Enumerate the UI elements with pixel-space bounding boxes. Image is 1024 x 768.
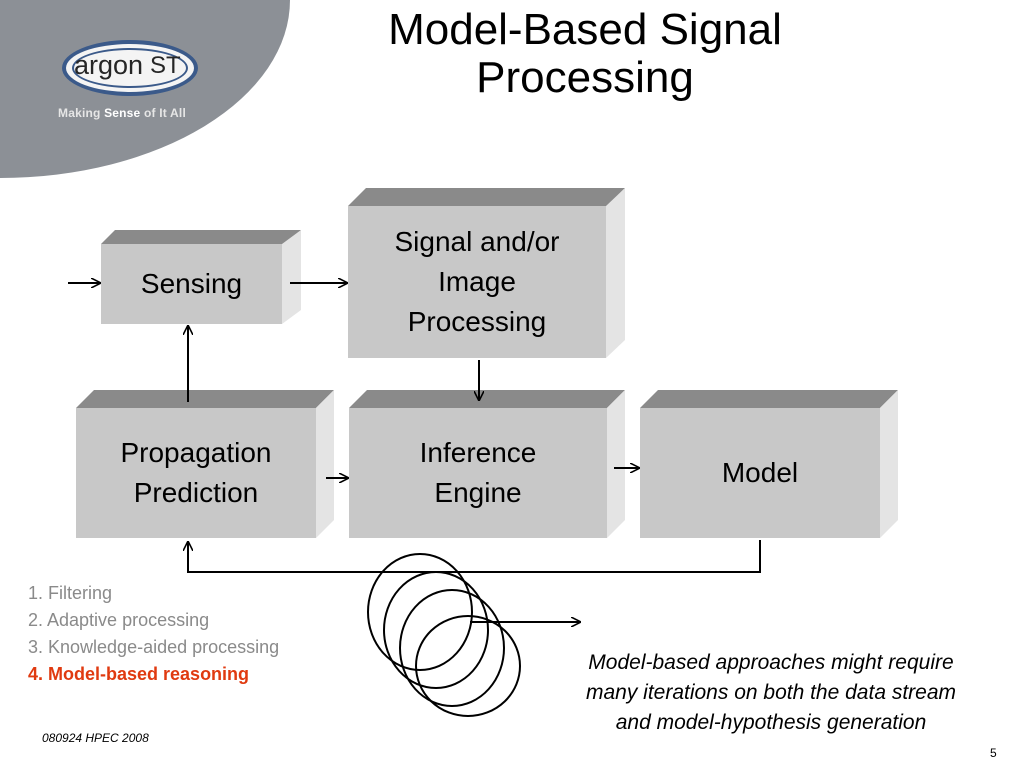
logo-tagline: Making Sense of It All [58, 106, 186, 120]
model-box-side [880, 390, 898, 538]
spiral-loop-1 [367, 553, 473, 671]
note-line3: and model-hypothesis generation [615, 711, 927, 734]
signal-processing-box: Signal and/or Image Processing [348, 206, 606, 358]
list-item: 3. Knowledge-aided processing [28, 637, 280, 657]
signal-label-line1: Signal and/or [394, 226, 560, 257]
page-number: 5 [990, 746, 997, 760]
logo-brand: argon [74, 50, 144, 80]
inference-box-top [349, 390, 625, 408]
spiral-loop-3 [399, 589, 505, 707]
inference-label: Inference Engine [420, 433, 537, 513]
model-box-top [640, 390, 898, 408]
model-label: Model [721, 457, 799, 488]
note-line2: many iterations on both the data stream [585, 681, 957, 704]
tagline-part3: of It All [140, 106, 186, 120]
propagation-label: Propagation Prediction [120, 433, 271, 513]
signal-label: Signal and/or Image Processing [394, 222, 559, 342]
tagline-part1: Making [58, 106, 105, 120]
inference-label-line2: Engine [434, 477, 522, 508]
list-item: 1. Filtering [28, 583, 113, 603]
signal-box-top [348, 188, 625, 206]
signal-label-line2: Image [438, 266, 516, 297]
propagation-box: Propagation Prediction [76, 408, 316, 538]
spiral-loop-2 [383, 571, 489, 689]
model-feedback-line [188, 540, 761, 573]
inference-engine-box: Inference Engine [349, 408, 607, 538]
propagation-box-side [316, 390, 334, 538]
note-line1: Model-based approaches might require [588, 651, 954, 674]
slide-title-line1: Model-Based Signal [388, 5, 782, 54]
argon-logo-ellipse [62, 40, 198, 96]
logo-brand-suffix: ST [150, 52, 181, 79]
processing-levels-list: 1. Filtering 2. Adaptive processing 3. K… [28, 580, 279, 688]
sensing-box-top [101, 230, 301, 244]
model-box: Model [640, 408, 880, 538]
propagation-label-line2: Prediction [133, 477, 259, 508]
slide-title: Model-Based Signal Processing [300, 6, 870, 102]
inference-label-line1: Inference [419, 437, 537, 468]
sensing-label: Sensing [140, 268, 243, 299]
inference-box-side [607, 390, 625, 538]
list-item-active: 4. Model-based reasoning [28, 664, 250, 684]
signal-box-side [606, 188, 625, 358]
footer-text: 080924 HPEC 2008 [42, 731, 149, 745]
tagline-part2: Sense [104, 106, 141, 120]
slide-title-line2: Processing [476, 53, 694, 102]
propagation-box-top [76, 390, 334, 408]
sensing-box-side [282, 230, 301, 324]
list-item: 2. Adaptive processing [28, 610, 210, 630]
spiral-loop-4 [415, 615, 521, 717]
sensing-box: Sensing [101, 244, 282, 324]
propagation-label-line1: Propagation [120, 437, 272, 468]
iteration-note: Model-based approaches might require man… [540, 648, 1002, 738]
iteration-spiral [367, 553, 521, 717]
signal-label-line3: Processing [407, 306, 547, 337]
